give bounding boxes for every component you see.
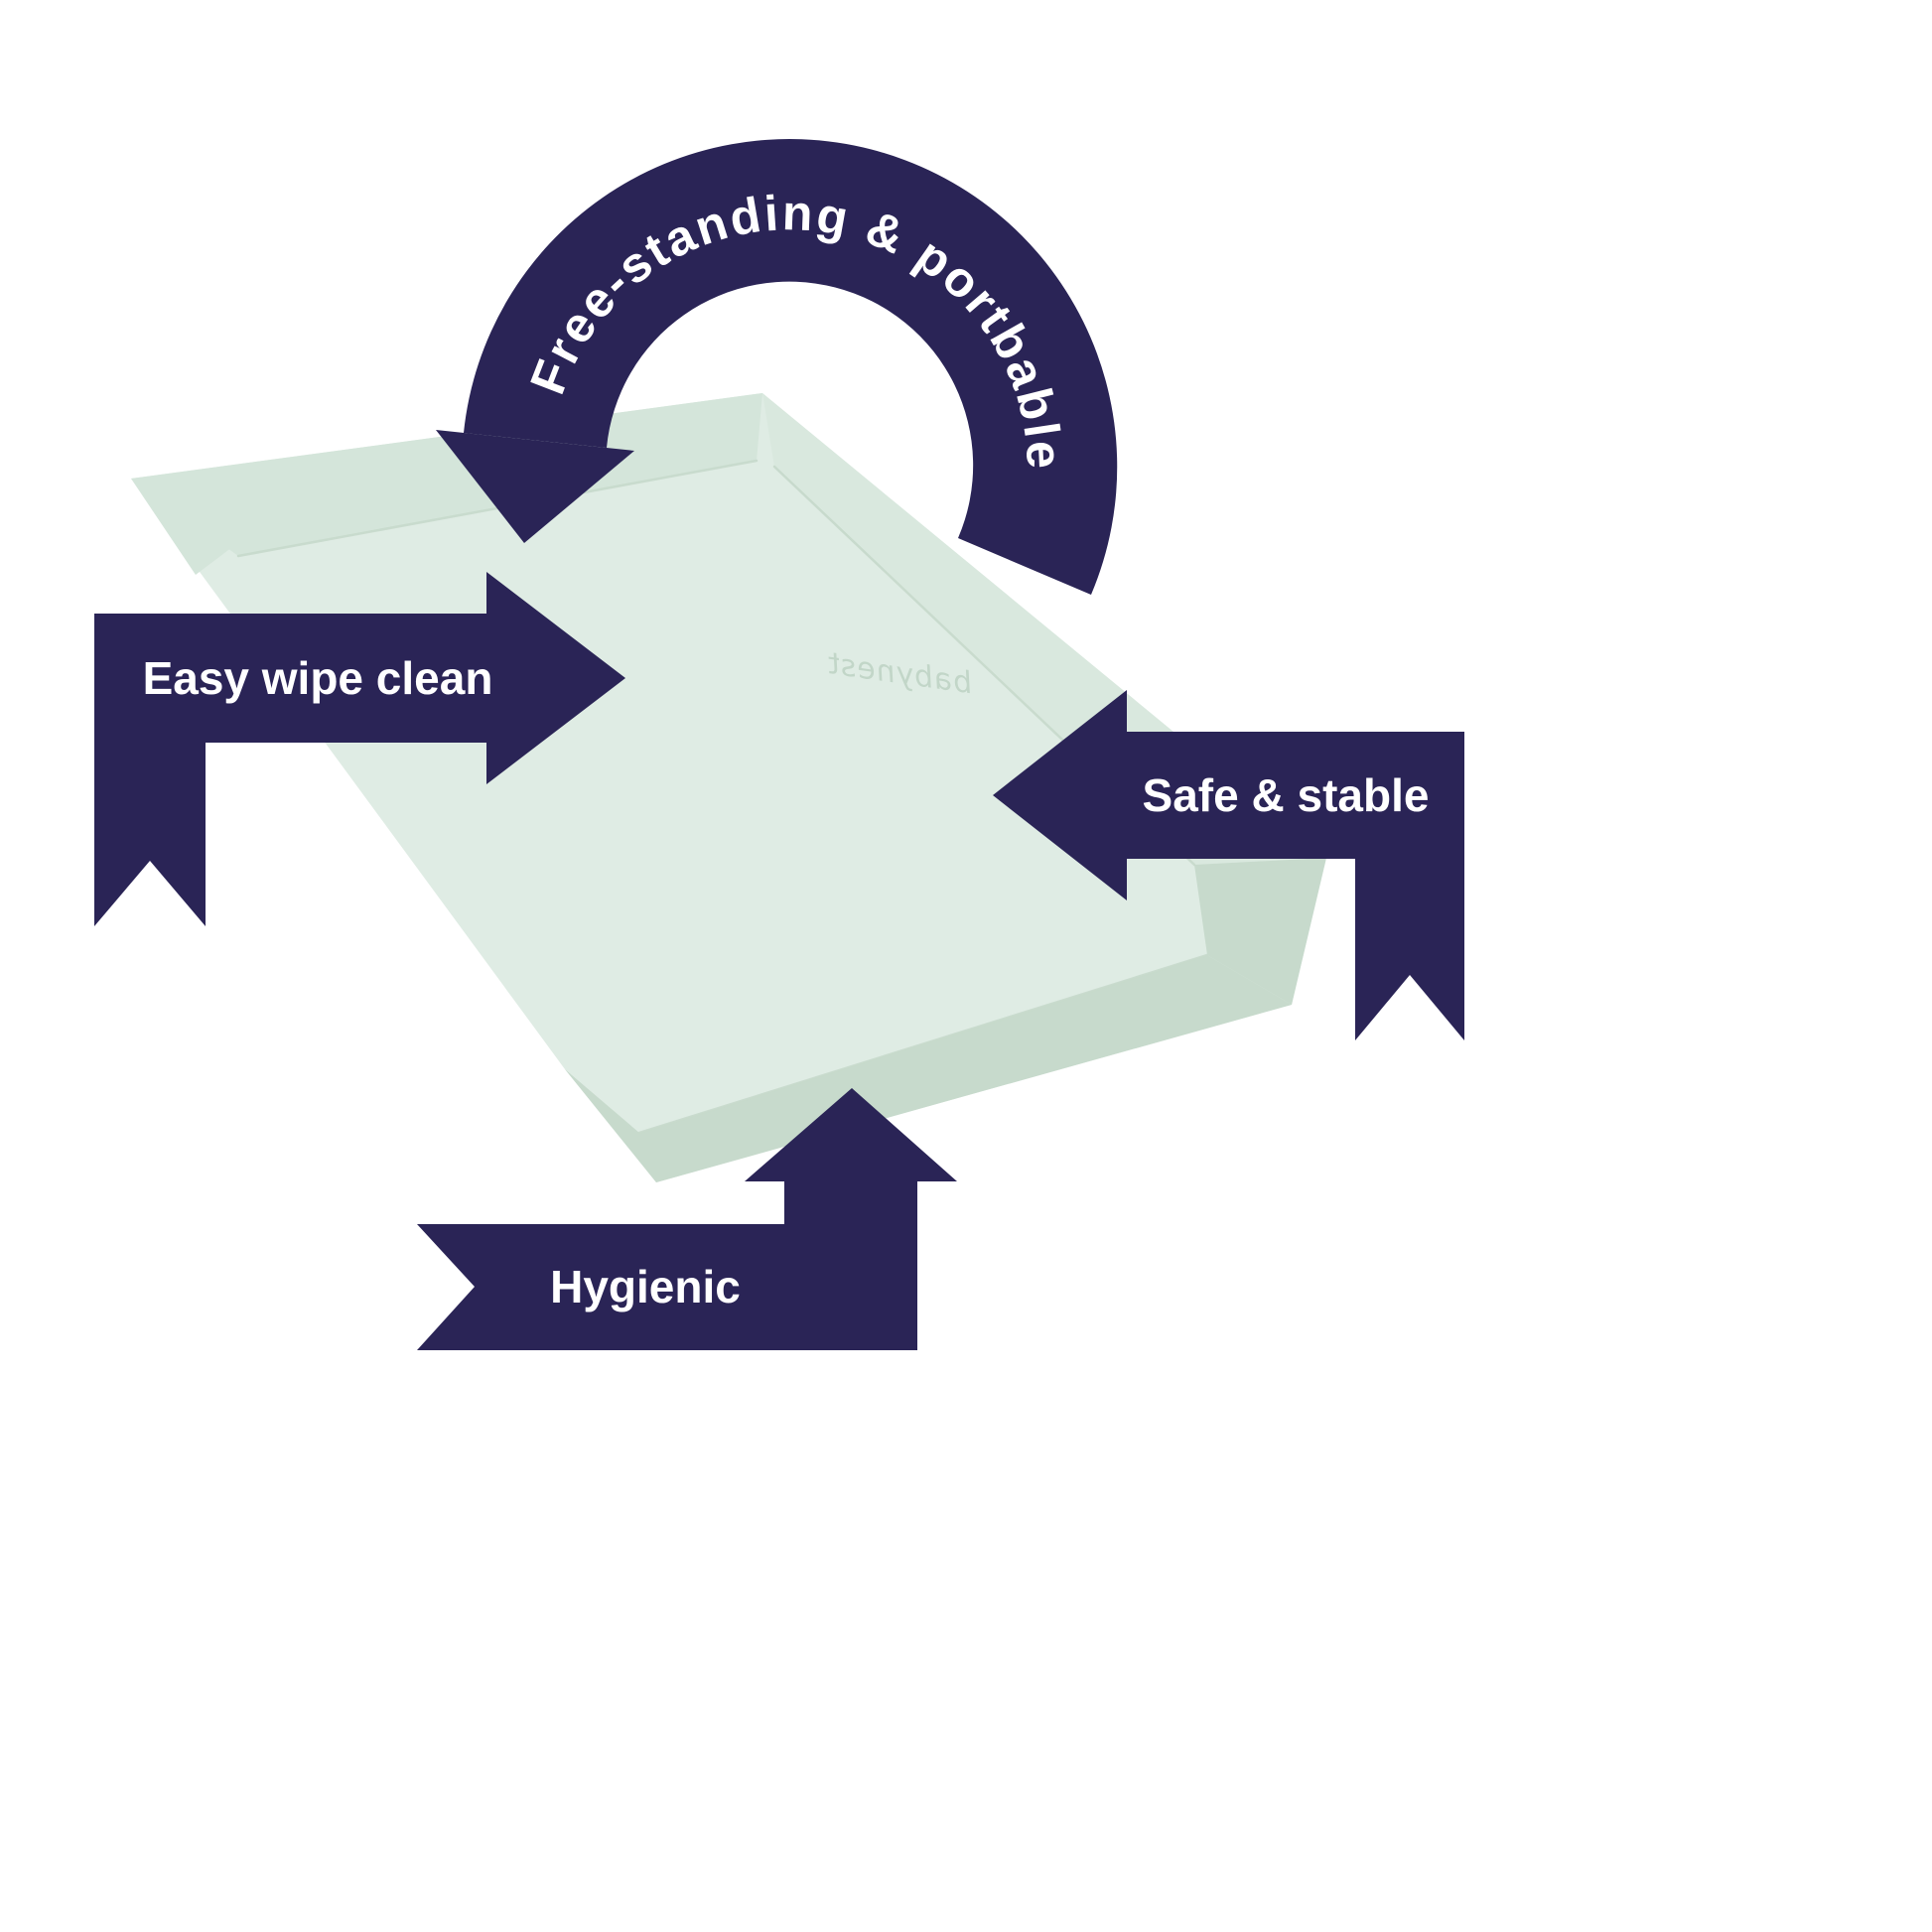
arc-arrow-band: [464, 139, 1118, 595]
mat-tip-face: [131, 479, 232, 575]
easy-wipe-banner: Easy wipe clean: [94, 572, 625, 926]
mat-crease-front: [637, 953, 1209, 1135]
safe-stable-label: Safe & stable: [1143, 769, 1430, 821]
safe-stable-banner-shape: [993, 690, 1464, 1040]
arc-arrowhead: [436, 430, 634, 543]
mat-silhouette: [131, 393, 1326, 1182]
easy-wipe-banner-shape: [94, 572, 625, 926]
hygienic-label: Hygienic: [550, 1261, 741, 1312]
mat-front-edge-face: [565, 955, 1292, 1182]
safe-stable-banner: Safe & stable: [993, 690, 1464, 1040]
easy-wipe-label: Easy wipe clean: [143, 652, 493, 704]
changing-mat: babynest: [131, 393, 1326, 1182]
hygienic-banner-shape: [417, 1088, 957, 1350]
mat-right-end-face: [1194, 858, 1326, 1005]
hygienic-banner: Hygienic: [417, 1088, 957, 1350]
